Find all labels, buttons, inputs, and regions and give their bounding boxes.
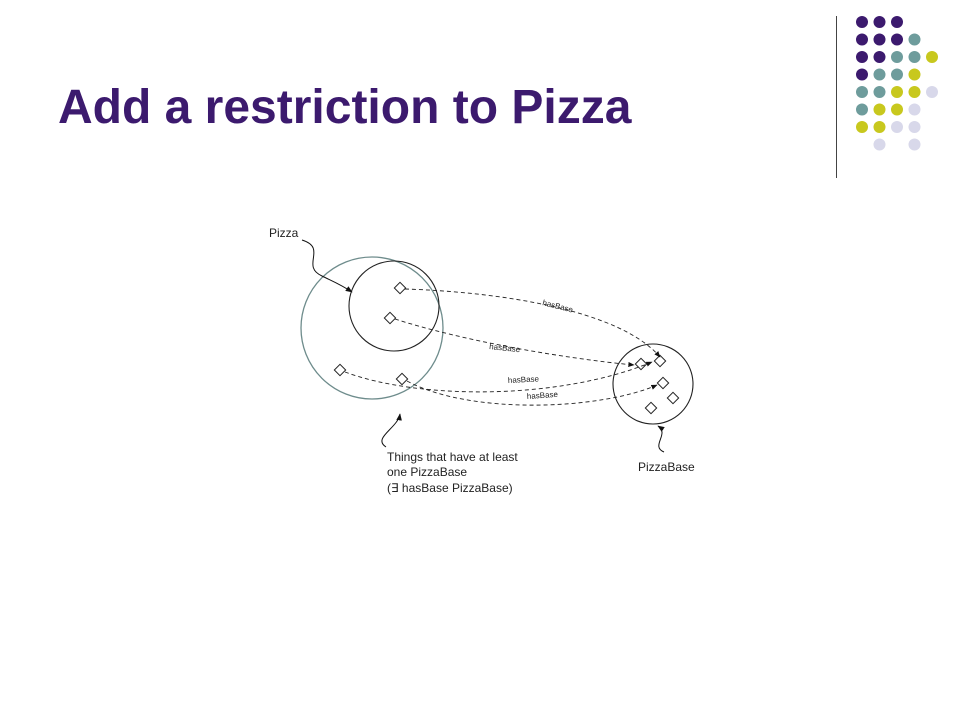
restriction-class-circle <box>300 256 444 400</box>
pizza-class-circle <box>348 260 440 352</box>
decor-dot <box>891 121 903 133</box>
decor-dot <box>873 33 886 46</box>
restriction-label-line1: Things that have at least <box>387 450 518 464</box>
decor-dot <box>856 68 868 81</box>
decor-dot <box>891 51 903 63</box>
decor-dot <box>891 16 903 28</box>
edge-label: hasBase <box>508 374 540 385</box>
decor-dot <box>856 121 868 133</box>
decor-dot <box>873 103 886 116</box>
decor-dot <box>856 51 868 63</box>
pizza-individual <box>393 281 407 295</box>
hasbase-edge <box>406 380 658 406</box>
decor-dot <box>908 103 921 116</box>
decor-dot <box>873 121 886 133</box>
decor-dot <box>908 86 921 98</box>
decor-dot <box>926 51 938 63</box>
hasbase-edge <box>344 361 653 393</box>
restriction-callout-arrow <box>381 413 402 448</box>
restriction-label-line2: one PizzaBase <box>387 465 467 479</box>
decor-dot <box>873 138 886 151</box>
decor-dot <box>908 33 921 46</box>
edge-label: hasBase <box>527 390 559 401</box>
decor-dot <box>891 33 903 46</box>
hasbase-edge <box>404 288 661 358</box>
decor-dot <box>908 51 921 63</box>
pizza-label: Pizza <box>269 226 299 240</box>
decor-dot-grid <box>856 16 938 151</box>
pizzabase-individual <box>666 391 680 405</box>
pizzabase-class-circle <box>612 343 694 425</box>
decor-dot <box>908 68 921 81</box>
decor-dot <box>873 16 886 28</box>
decor-dot <box>856 103 868 116</box>
restricted-individual <box>395 372 409 386</box>
decor-dot <box>908 138 921 151</box>
decor-dot <box>873 51 886 63</box>
restriction-label-line3: (∃ hasBase PizzaBase) <box>387 481 513 495</box>
decor-dot <box>856 16 868 28</box>
decor-dot <box>891 68 903 81</box>
pizzabase-individual <box>656 376 670 390</box>
decor-dot <box>908 121 921 133</box>
pizzabase-individual <box>644 401 658 415</box>
hasbase-edge <box>394 318 635 367</box>
decor-divider-line <box>836 16 837 178</box>
decor-dot <box>891 86 903 98</box>
pizzabase-callout-arrow <box>657 425 665 453</box>
decor-dot <box>856 33 868 46</box>
decor-dot <box>926 86 938 98</box>
decor-dot <box>856 86 868 98</box>
pizzabase-individual <box>653 354 667 368</box>
decor-dot <box>873 86 886 98</box>
restricted-individual <box>333 363 347 377</box>
pizzabase-label: PizzaBase <box>638 460 695 474</box>
pizza-callout-arrow <box>301 239 353 293</box>
slide-title: Add a restriction to Pizza <box>58 81 632 134</box>
decor-dot <box>873 68 886 81</box>
pizzabase-individual <box>634 357 648 371</box>
pizza-individual <box>383 311 397 325</box>
edge-label: hasBase <box>542 298 575 314</box>
decor-dot <box>891 103 903 116</box>
edge-label: hasBase <box>489 342 521 354</box>
